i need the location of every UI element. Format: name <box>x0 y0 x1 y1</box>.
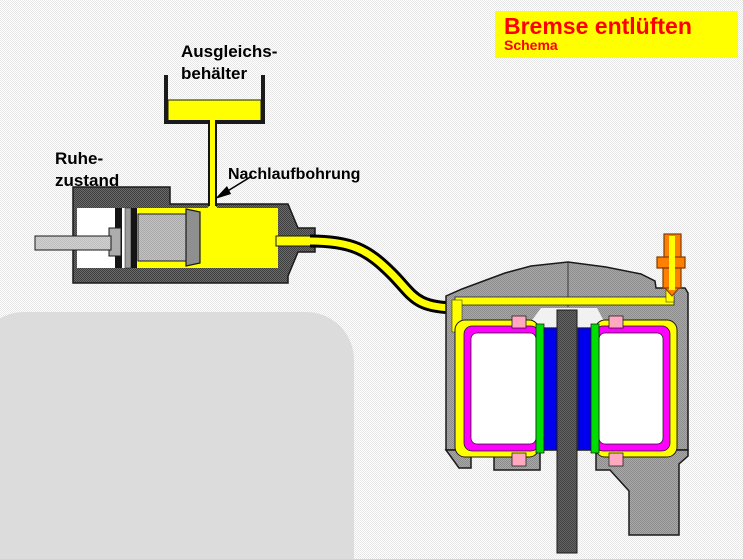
bleeder-bore <box>669 236 675 290</box>
pushrod <box>34 235 112 251</box>
state-label: Ruhe- zustand <box>55 148 119 192</box>
retaining-pin-bottom-left <box>511 452 527 467</box>
compensation-bore-port <box>202 206 223 215</box>
caliper-piston-right <box>594 319 678 458</box>
page-title: Bremse entlüften <box>504 13 692 39</box>
supply-tube <box>202 120 223 215</box>
bore-pointer-arrow <box>215 175 253 199</box>
retaining-pin-top-left <box>511 315 527 329</box>
retaining-pin-bottom-right <box>608 452 624 467</box>
brake-line-outline <box>309 234 459 315</box>
pad-backing-right <box>590 323 600 454</box>
piston-left <box>470 332 537 445</box>
reservoir-wall-right <box>261 75 265 124</box>
pad-backing-left <box>535 323 545 454</box>
pad-friction-left <box>543 327 558 451</box>
master-cylinder <box>34 186 317 284</box>
spacer-ring <box>124 207 132 269</box>
reservoir-label: Ausgleichs- behälter <box>181 41 277 85</box>
page-subtitle: Schema <box>504 37 558 54</box>
caliper-fluid-channel <box>454 296 675 306</box>
state-label-line1: Ruhe- <box>55 149 104 168</box>
reservoir-wall-left <box>164 75 168 124</box>
seal-ring-inner <box>131 208 137 268</box>
compensation-bore-label: Nachlaufbohrung <box>228 166 361 183</box>
piston-right <box>598 332 664 445</box>
retaining-pin-top-right <box>608 315 624 329</box>
reservoir-label-line2: behälter <box>181 63 248 83</box>
pad-friction-right <box>577 327 592 451</box>
reservoir-fluid <box>167 99 262 122</box>
title-box: Bremse entlüften Schema <box>495 11 738 58</box>
brake-disc <box>556 309 578 554</box>
brake-line-fluid <box>309 237 459 312</box>
primary-cup-seal <box>185 208 201 267</box>
brake-line <box>309 234 459 315</box>
reservoir-label-line1: Ausgleichs- <box>181 42 278 61</box>
caliper-piston-left <box>454 319 540 458</box>
brake-caliper <box>444 233 689 554</box>
master-piston <box>137 213 187 262</box>
bleeder-valve <box>656 233 686 297</box>
background-blob <box>0 312 354 559</box>
supply-tube-fluid <box>210 120 215 212</box>
caliper-mounting-bracket <box>595 449 689 536</box>
state-label-line2: zustand <box>55 170 120 190</box>
